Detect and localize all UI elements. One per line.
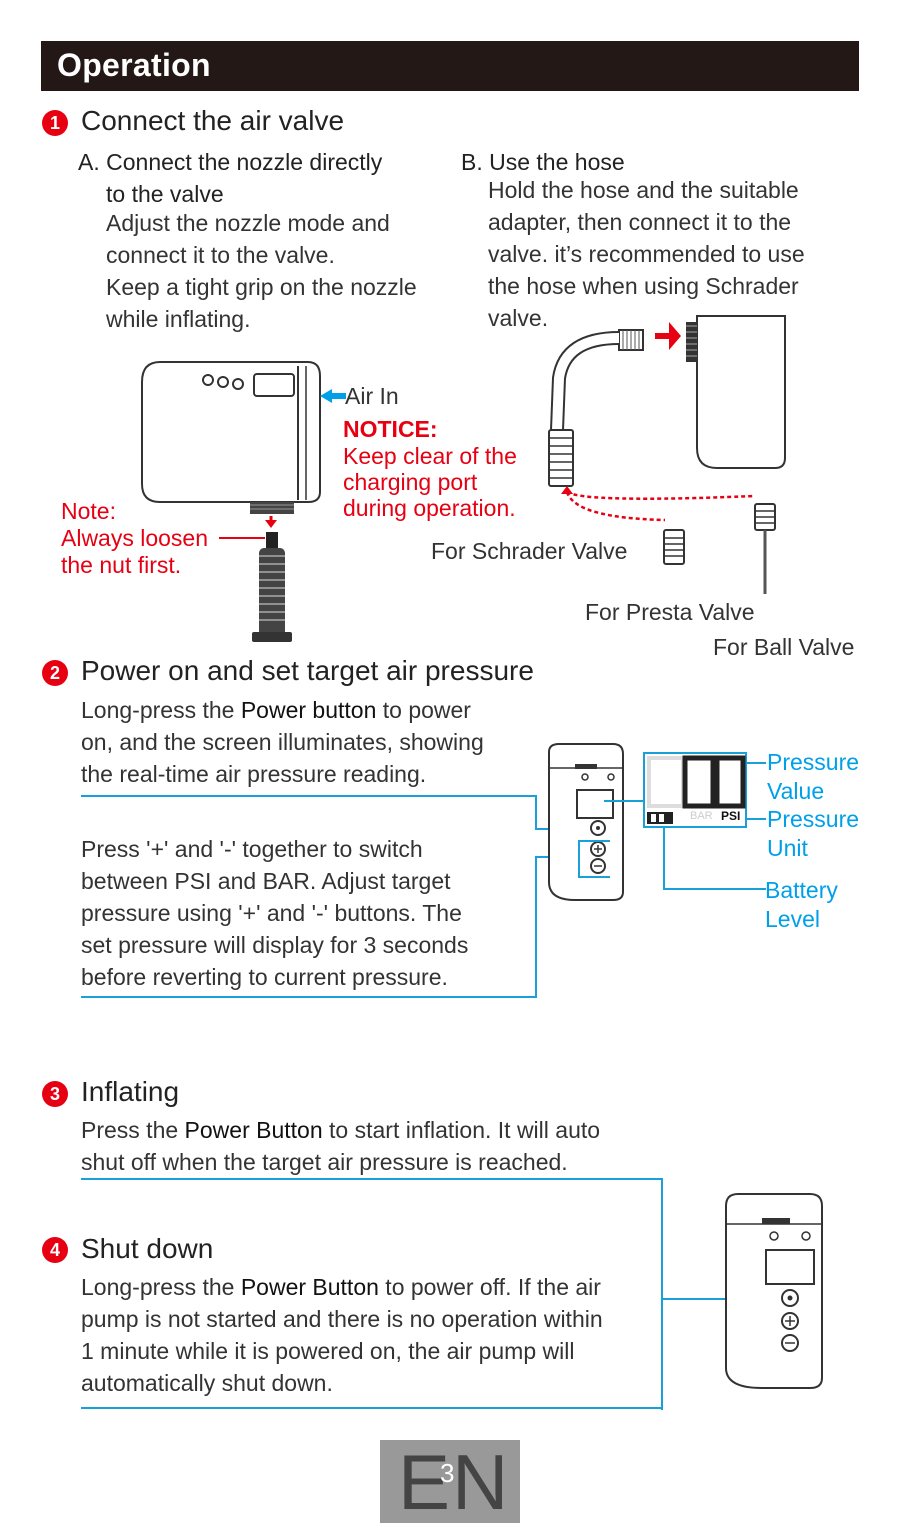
inflating-text: Press the Power Button to start inflatio… <box>81 1114 681 1178</box>
leader-line <box>746 762 766 764</box>
option-a-line: while inflating. <box>106 306 251 332</box>
air-in-label: Air In <box>345 383 399 409</box>
leader-line <box>746 818 766 820</box>
leader-line <box>81 795 537 797</box>
label-line: Battery <box>765 877 838 903</box>
leader-line <box>663 888 766 890</box>
note-line: the nut first. <box>61 552 182 578</box>
option-b-title: B. Use the hose <box>461 149 625 175</box>
battery-level-label: Battery Level <box>765 876 838 934</box>
shutdown-line: pump is not started and there is no oper… <box>81 1306 603 1332</box>
label-line: Pressure <box>767 749 860 775</box>
display-bar-unit: BAR <box>690 810 713 822</box>
label-line: Pressure <box>767 806 860 832</box>
option-a-title: A. Connect the nozzle directly <box>78 149 383 175</box>
leader-line <box>81 996 537 998</box>
leader-line <box>661 1178 663 1410</box>
power-on-text: Long-press the Power button to power on,… <box>81 694 531 790</box>
option-b-line: Hold the hose and the suitable <box>488 177 799 203</box>
note-line: Note: <box>61 498 116 524</box>
pressure-unit-label: Pressure Unit <box>767 805 859 863</box>
option-a-line: Keep a tight grip on the nozzle <box>106 274 417 300</box>
power-on-line: Long-press the Power button to power <box>81 697 471 723</box>
switch-unit-line: pressure using '+' and '-' buttons. The <box>81 900 462 926</box>
shutdown-text: Long-press the Power Button to power off… <box>81 1271 661 1399</box>
switch-unit-line: before reverting to current pressure. <box>81 964 448 990</box>
power-on-line: on, and the screen illuminates, showing <box>81 729 484 755</box>
shutdown-line: 1 minute while it is powered on, the air… <box>81 1338 575 1364</box>
language-tab: EN 3 <box>380 1440 520 1523</box>
switch-unit-line: Press '+' and '-' together to switch <box>81 836 423 862</box>
ball-valve-label: For Ball Valve <box>713 634 855 660</box>
notice-title: NOTICE: <box>343 416 438 442</box>
hose-illustration <box>548 315 786 594</box>
shutdown-line: Long-press the Power Button to power off… <box>81 1274 601 1300</box>
option-b-line: adapter, then connect it to the <box>488 209 792 235</box>
notice-line: Keep clear of the <box>343 443 517 469</box>
pressure-value-label: Pressure Value <box>767 748 859 806</box>
option-b-line: valve. <box>488 305 549 331</box>
pump-front-illustration-2 <box>725 1193 823 1389</box>
step-2-badge: 2 <box>42 660 68 686</box>
option-a-text: Adjust the nozzle mode and connect it to… <box>106 207 456 335</box>
shutdown-line: automatically shut down. <box>81 1370 333 1396</box>
leader-line <box>661 1298 785 1300</box>
pump-front-illustration <box>548 743 624 901</box>
inflating-line: shut off when the target air pressure is… <box>81 1149 568 1175</box>
leader-line <box>535 856 537 998</box>
note-text: Note: Always loosen the nut first. <box>61 498 208 579</box>
step-3-title: Inflating <box>81 1076 180 1107</box>
option-b-text: Hold the hose and the suitable adapter, … <box>488 174 848 334</box>
language-code: EN <box>398 1438 511 1526</box>
switch-unit-line: between PSI and BAR. Adjust target <box>81 868 451 894</box>
step-1-badge: 1 <box>42 110 68 136</box>
note-leader-line <box>219 537 265 539</box>
section-header: Operation <box>41 41 859 91</box>
display-enlarged <box>643 752 747 828</box>
air-in-arrow <box>320 389 346 403</box>
leader-line <box>81 1407 663 1409</box>
display-psi-unit: PSI <box>721 809 741 823</box>
power-on-line: the real-time air pressure reading. <box>81 761 427 787</box>
leader-line <box>81 1178 663 1180</box>
option-a-line: connect it to the valve. <box>106 242 335 268</box>
option-b-line: the hose when using Schrader <box>488 273 799 299</box>
leader-line <box>535 795 537 829</box>
label-line: Value <box>767 778 825 804</box>
switch-unit-text: Press '+' and '-' together to switch bet… <box>81 833 531 993</box>
step-3-badge: 3 <box>42 1081 68 1107</box>
option-b-line: valve. it’s recommended to use <box>488 241 805 267</box>
option-a-title-2: to the valve <box>106 181 224 207</box>
option-a-line: Adjust the nozzle mode and <box>106 210 390 236</box>
label-line: Level <box>765 906 820 932</box>
pump-with-nozzle-illustration <box>141 361 321 642</box>
note-line: Always loosen <box>61 525 209 551</box>
notice-text: Keep clear of the charging port during o… <box>343 443 517 521</box>
step-2-title: Power on and set target air pressure <box>81 655 534 686</box>
leader-line <box>663 826 665 890</box>
notice-line: charging port <box>343 469 478 495</box>
inflating-line: Press the Power Button to start inflatio… <box>81 1117 601 1143</box>
switch-unit-line: set pressure will display for 3 seconds <box>81 932 469 958</box>
notice-line: during operation. <box>343 495 516 521</box>
label-line: Unit <box>767 835 808 861</box>
page-number: 3 <box>440 1458 455 1488</box>
leader-line <box>604 800 644 802</box>
header-title: Operation <box>57 47 211 83</box>
step-4-title: Shut down <box>81 1233 214 1264</box>
step-1-title: Connect the air valve <box>81 105 345 136</box>
plus-minus-highlight <box>578 840 610 878</box>
presta-valve-label: For Presta Valve <box>585 599 755 625</box>
step-4-badge: 4 <box>42 1237 68 1263</box>
schrader-valve-label: For Schrader Valve <box>431 538 628 564</box>
